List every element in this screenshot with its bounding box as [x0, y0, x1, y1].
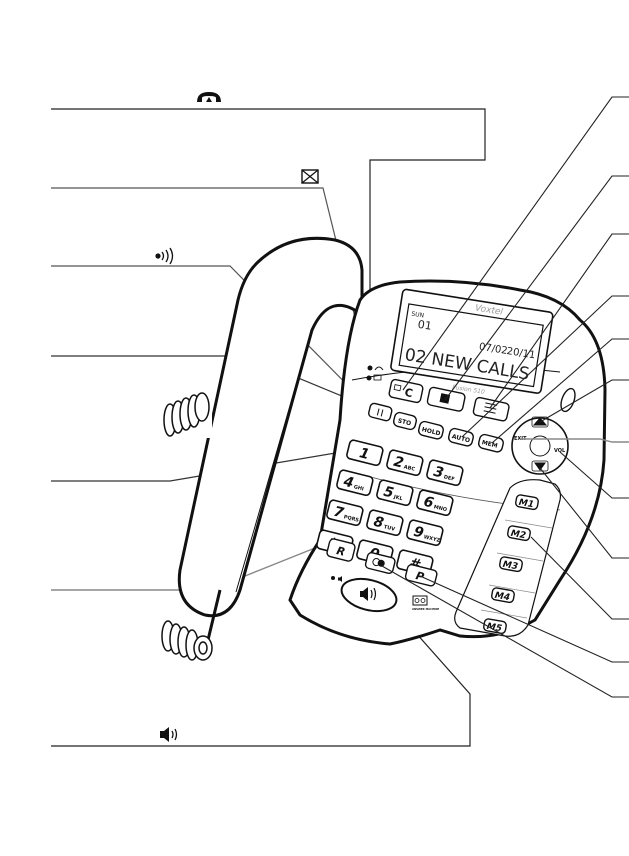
callout-line-memory [530, 536, 629, 620]
keypad-digit: 2 [392, 454, 405, 472]
memory-key-m1[interactable]: M1 [515, 494, 539, 511]
keypad-letters: PQRS [343, 514, 360, 524]
keypad-digit: 1 [358, 445, 371, 463]
keypad-digit: 5 [382, 484, 396, 502]
callout-line-clear [402, 96, 629, 391]
keypad-letters: WXYZ [423, 534, 441, 544]
speakerphone-button[interactable] [338, 574, 400, 617]
message-led-icon [373, 374, 382, 381]
memory-key-label: M5 [486, 622, 503, 634]
memory-key-label: M4 [494, 591, 511, 603]
hook-led [367, 365, 373, 371]
svg-text:STO: STO [397, 417, 412, 427]
callout-line-ringer [51, 265, 373, 411]
svg-text:AUTO: AUTO [451, 433, 471, 444]
coiled-cord-upper [160, 392, 212, 438]
callout-line-speaker [51, 605, 471, 747]
callout-line-auto [461, 295, 629, 438]
keypad-digit: 4 [341, 474, 355, 492]
sto-button[interactable]: STO [392, 411, 418, 431]
memory-key-m5[interactable]: M5 [483, 618, 507, 635]
svg-text:MEM: MEM [481, 439, 498, 450]
right-callouts [381, 96, 629, 698]
memory-key-m3[interactable]: M3 [499, 556, 523, 573]
nav-wheel: EXIT VOL [511, 416, 569, 475]
callout-line-hook-led [51, 108, 486, 368]
keypad-digit: 6 [422, 494, 436, 512]
vol-label[interactable]: VOL [554, 448, 566, 454]
ringer-indicator-icon [155, 247, 174, 265]
svg-text:C: C [403, 386, 414, 400]
answering-machine-badge: ANSWER MACHINE [412, 595, 439, 611]
callout-line-record [381, 565, 629, 698]
callout-line-nav-center [444, 175, 629, 401]
status-leds [366, 365, 384, 381]
keypad-digit: 9 [412, 524, 426, 542]
keypad-letters: MNO [433, 504, 447, 513]
lcd-year: 20/11 [506, 346, 536, 361]
keypad-letters: DEF [443, 474, 455, 482]
coiled-cord-lower [161, 589, 222, 661]
clear-button[interactable]: C [388, 378, 424, 404]
keypad-letters: GHI [353, 484, 364, 492]
keypad-digit: 3 [432, 464, 445, 482]
svg-text:R: R [335, 544, 346, 559]
lcd-count: 01 [417, 318, 433, 333]
brand-logo: Voxtel [474, 303, 504, 317]
svg-text:ANSWER MACHINE: ANSWER MACHINE [412, 607, 439, 611]
envelope-icon [301, 169, 319, 184]
callout-line-mem [491, 338, 629, 444]
memory-key-label: M1 [518, 498, 535, 510]
hold-button[interactable]: HOLD [417, 420, 445, 440]
speaker-led [331, 576, 335, 580]
callout-line-nav-down [539, 467, 629, 559]
memory-key-m4[interactable]: M4 [491, 587, 515, 604]
message-led [366, 375, 372, 381]
lcd-day: SUN [411, 311, 425, 320]
callout-line-pause [419, 575, 629, 663]
keypad-key-1[interactable]: 1 [346, 439, 384, 467]
keypad-letters: JKL [392, 494, 404, 502]
keypad-letters: TUV [383, 524, 396, 533]
hook-led-icon [374, 366, 384, 371]
record-button[interactable] [364, 552, 396, 575]
recall-button[interactable]: R [326, 538, 356, 562]
speaker-led-icon [338, 576, 342, 582]
svg-text:HOLD: HOLD [421, 426, 441, 437]
lcd-display: Voxtel SUN 01 07/02 20/11 02 NEW CALLS F… [390, 288, 554, 396]
keypad-letters: ABC [403, 464, 416, 473]
callout-line-menu [489, 233, 629, 409]
ringer-button[interactable] [368, 402, 393, 422]
callout-line-exit [520, 438, 629, 443]
callout-line-nav-up [539, 379, 629, 423]
keypad-digit: 7 [332, 504, 346, 522]
memory-key-label: M3 [502, 560, 519, 572]
memory-key-m2[interactable]: M2 [507, 525, 531, 542]
keypad-digit: 8 [372, 514, 386, 532]
callout-line-vol [559, 451, 629, 499]
memory-key-label: M2 [510, 529, 527, 541]
off-hook-handset-icon [197, 92, 221, 102]
speakerphone-icon [160, 727, 178, 742]
handset [177, 236, 364, 618]
nav-down-button[interactable] [534, 462, 546, 471]
